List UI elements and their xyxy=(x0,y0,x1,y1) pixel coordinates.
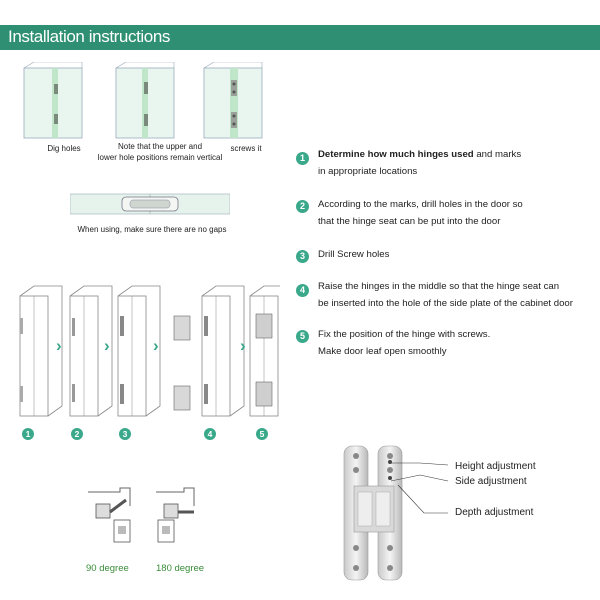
caption-dig-holes: Dig holes xyxy=(47,144,81,153)
door-1 xyxy=(19,285,63,417)
sequence-arrow-3: › xyxy=(153,336,159,355)
step-4-text: Raise the hinges in the middle so that t… xyxy=(318,281,573,309)
depth-adjustment-label: Depth adjustment xyxy=(455,507,534,518)
step-5-badge: 5 xyxy=(296,330,309,343)
sequence-arrow-2: › xyxy=(104,336,110,355)
hinge-photo xyxy=(343,445,403,581)
door-5 xyxy=(249,285,280,417)
panel-screws xyxy=(203,62,263,139)
sequence-badge-1: 1 xyxy=(22,428,34,440)
door-3 xyxy=(117,285,161,417)
angle-90-label: 90 degree xyxy=(86,563,129,574)
height-adjustment-label: Height adjustment xyxy=(455,461,536,472)
sequence-badge-2: 2 xyxy=(71,428,83,440)
adjustment-leaders xyxy=(390,462,449,514)
header-bar: Installation instructions xyxy=(0,25,600,50)
step-3-badge: 3 xyxy=(296,250,309,263)
step-1-bold: Determine how much hinges used xyxy=(318,149,474,160)
sequence-badge-5: 5 xyxy=(256,428,268,440)
sequence-illustration xyxy=(19,285,280,417)
sequence-badge-4: 4 xyxy=(204,428,216,440)
page-title: Installation instructions xyxy=(8,27,170,46)
step-1-rest: and marks in appropriate locations xyxy=(318,149,522,177)
step-4-badge: 4 xyxy=(296,284,309,297)
caption-screws: screws it xyxy=(230,144,262,153)
door-2 xyxy=(69,285,113,417)
step-2-badge: 2 xyxy=(296,200,309,213)
angle-180-label: 180 degree xyxy=(156,563,205,574)
top-panels-illustration xyxy=(23,62,263,139)
floating-hinges xyxy=(173,315,191,411)
sequence-arrow-1: › xyxy=(56,336,62,355)
sequence-badge-3: 3 xyxy=(119,428,131,440)
step-3-text: Drill Screw holes xyxy=(318,249,390,260)
gap-illustration xyxy=(70,193,230,215)
step-2-text: According to the marks, drill holes in t… xyxy=(318,199,523,227)
step-5-text: Fix the position of the hinge with screw… xyxy=(318,329,491,357)
panel-vertical-holes xyxy=(115,62,175,139)
side-adjustment-label: Side adjustment xyxy=(455,476,527,487)
angle-180-illustration xyxy=(156,487,195,543)
door-4 xyxy=(201,285,245,417)
step-1-badge: 1 xyxy=(296,152,309,165)
step-1-text: Determine how much hinges used and marks… xyxy=(318,146,588,180)
sequence-arrow-4: › xyxy=(240,336,246,355)
angle-90-illustration xyxy=(88,487,131,543)
caption-vertical-holes: Note that the upper and lower hole posit… xyxy=(97,142,223,162)
gap-caption: When using, make sure there are no gaps xyxy=(77,225,227,234)
panel-dig-holes xyxy=(23,62,83,139)
